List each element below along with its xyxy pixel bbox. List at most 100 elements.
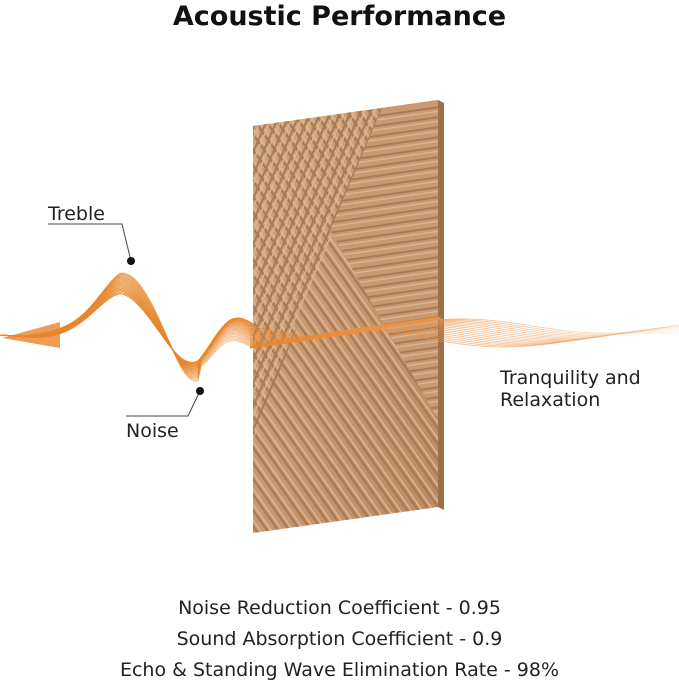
panel-slat — [475, 90, 679, 560]
metric-echo-elimination: Echo & Standing Wave Elimination Rate - … — [119, 659, 560, 681]
panel-slat-horizontal-highlight — [330, 210, 438, 229]
panel-slat — [408, 100, 438, 533]
panel-slat-highlight — [567, 90, 679, 560]
panel-slat — [253, 100, 438, 533]
panel-slat-highlight — [0, 90, 171, 560]
panel-slat-highlight — [253, 100, 403, 533]
panel-slat — [253, 100, 311, 533]
panel-slat — [574, 90, 679, 560]
panel-slat — [0, 90, 211, 560]
panel-slat — [607, 90, 679, 560]
panel-slat-highlight — [253, 100, 438, 533]
panel-slat-highlight — [253, 100, 370, 533]
panel-slat — [253, 100, 366, 533]
panel-slat-highlight — [253, 100, 438, 533]
panel-slat-highlight — [253, 100, 438, 533]
panel-slat-highlight — [622, 90, 679, 560]
treble-label: Treble — [48, 203, 105, 225]
tranquility-label: Tranquility and Relaxation — [500, 367, 675, 411]
panel-slat — [464, 90, 679, 560]
panel-slat-highlight — [523, 90, 679, 560]
panel-slat — [508, 90, 679, 560]
panel-slat-highlight — [253, 100, 438, 533]
noise-label: Noise — [126, 420, 179, 442]
panel-slat — [253, 100, 388, 533]
page-title: Acoustic Performance — [172, 1, 507, 32]
panel-slat-horizontal-highlight — [330, 220, 438, 239]
panel-slat-highlight — [0, 90, 204, 560]
wave-tip — [2, 322, 60, 348]
panel-slat-tri-highlight — [253, 108, 285, 440]
panel-slat — [253, 100, 438, 533]
panel-slat-tri — [253, 108, 321, 440]
panel-slat-tri-highlight — [253, 108, 315, 440]
tranquility-label-line1: Tranquility and — [500, 367, 641, 389]
panel-slat-highlight — [253, 100, 359, 533]
wood-acoustic-panel-icon — [0, 90, 679, 560]
panel-slat — [530, 90, 679, 560]
panel-slat-highlight — [253, 100, 381, 533]
panel-slat-highlight — [0, 90, 127, 560]
panel-slat-tri — [60, 90, 220, 460]
panel-slat-highlight — [655, 90, 679, 560]
panel-slat — [253, 100, 438, 533]
panel-slat-highlight — [253, 100, 337, 533]
panel-slat — [253, 100, 438, 533]
panel-slat-tri-highlight — [253, 108, 345, 440]
panel-slat-tri-highlight — [54, 90, 214, 460]
metric-noise-reduction: Noise Reduction Coefficient - 0.95 — [178, 597, 501, 619]
panel-slat-highlight — [545, 90, 679, 560]
panel-slat — [298, 100, 438, 533]
panel-slat-highlight — [253, 100, 438, 533]
panel-slat — [0, 90, 244, 560]
panel-slat-highlight — [253, 100, 436, 533]
panel-slat-highlight — [253, 100, 438, 533]
panel-slat — [253, 100, 377, 533]
panel-slat-tri — [253, 108, 301, 440]
panel-slat — [253, 100, 333, 533]
panel-slat-highlight — [0, 90, 193, 560]
panel-slat — [253, 100, 322, 533]
panel-slat-horizontal — [330, 216, 438, 235]
panel-slat — [0, 90, 123, 560]
panel-slat — [629, 90, 679, 560]
panel-slat — [287, 100, 438, 533]
panel-slat-tri — [70, 90, 230, 460]
panel-slat — [430, 100, 438, 533]
panel-slat — [253, 100, 399, 533]
panel-slat-highlight — [253, 100, 348, 533]
panel-slat-highlight — [253, 100, 392, 533]
panel-slat-highlight — [253, 100, 326, 533]
panel-slat-tri — [253, 108, 371, 440]
outgoing-wave-strand — [249, 329, 679, 349]
metrics-list: Noise Reduction Coefficient - 0.95 Sound… — [0, 593, 679, 686]
panel-slat — [253, 100, 355, 533]
panel-slat-highlight — [253, 100, 315, 533]
panel-right-section — [330, 100, 438, 420]
panel-slat-highlight — [578, 90, 679, 560]
panel-slat-tri-highlight — [253, 108, 365, 440]
panel-slat-highlight — [479, 90, 679, 560]
panel-slat-tri-highlight — [253, 108, 295, 440]
panel-slat-horizontal — [330, 206, 438, 225]
panel-slat-tri-highlight — [253, 108, 355, 440]
panel-slat-tri-highlight — [253, 108, 335, 440]
panel-slat-highlight — [253, 100, 438, 533]
panel-slat — [253, 100, 410, 533]
tranquility-label-line2: Relaxation — [500, 389, 601, 411]
panel-slat-highlight — [589, 90, 679, 560]
outgoing-sound-wave — [249, 316, 679, 349]
panel-slat-tri-highlight — [253, 108, 375, 440]
panel-slat-tri — [253, 108, 271, 440]
panel-slat — [276, 100, 438, 533]
panel-slat-highlight — [0, 90, 248, 560]
panel-slat-horizontal-highlight — [330, 200, 438, 219]
panel-slat-horizontal-highlight — [330, 230, 438, 249]
panel-slat-highlight — [633, 90, 679, 560]
panel-slat-highlight — [253, 100, 438, 533]
panel-slat-horizontal — [330, 196, 438, 215]
noise-callout — [126, 387, 204, 417]
panel-slat-highlight — [0, 90, 226, 560]
treble-callout — [48, 223, 135, 265]
panel-slat-tri — [253, 108, 331, 440]
